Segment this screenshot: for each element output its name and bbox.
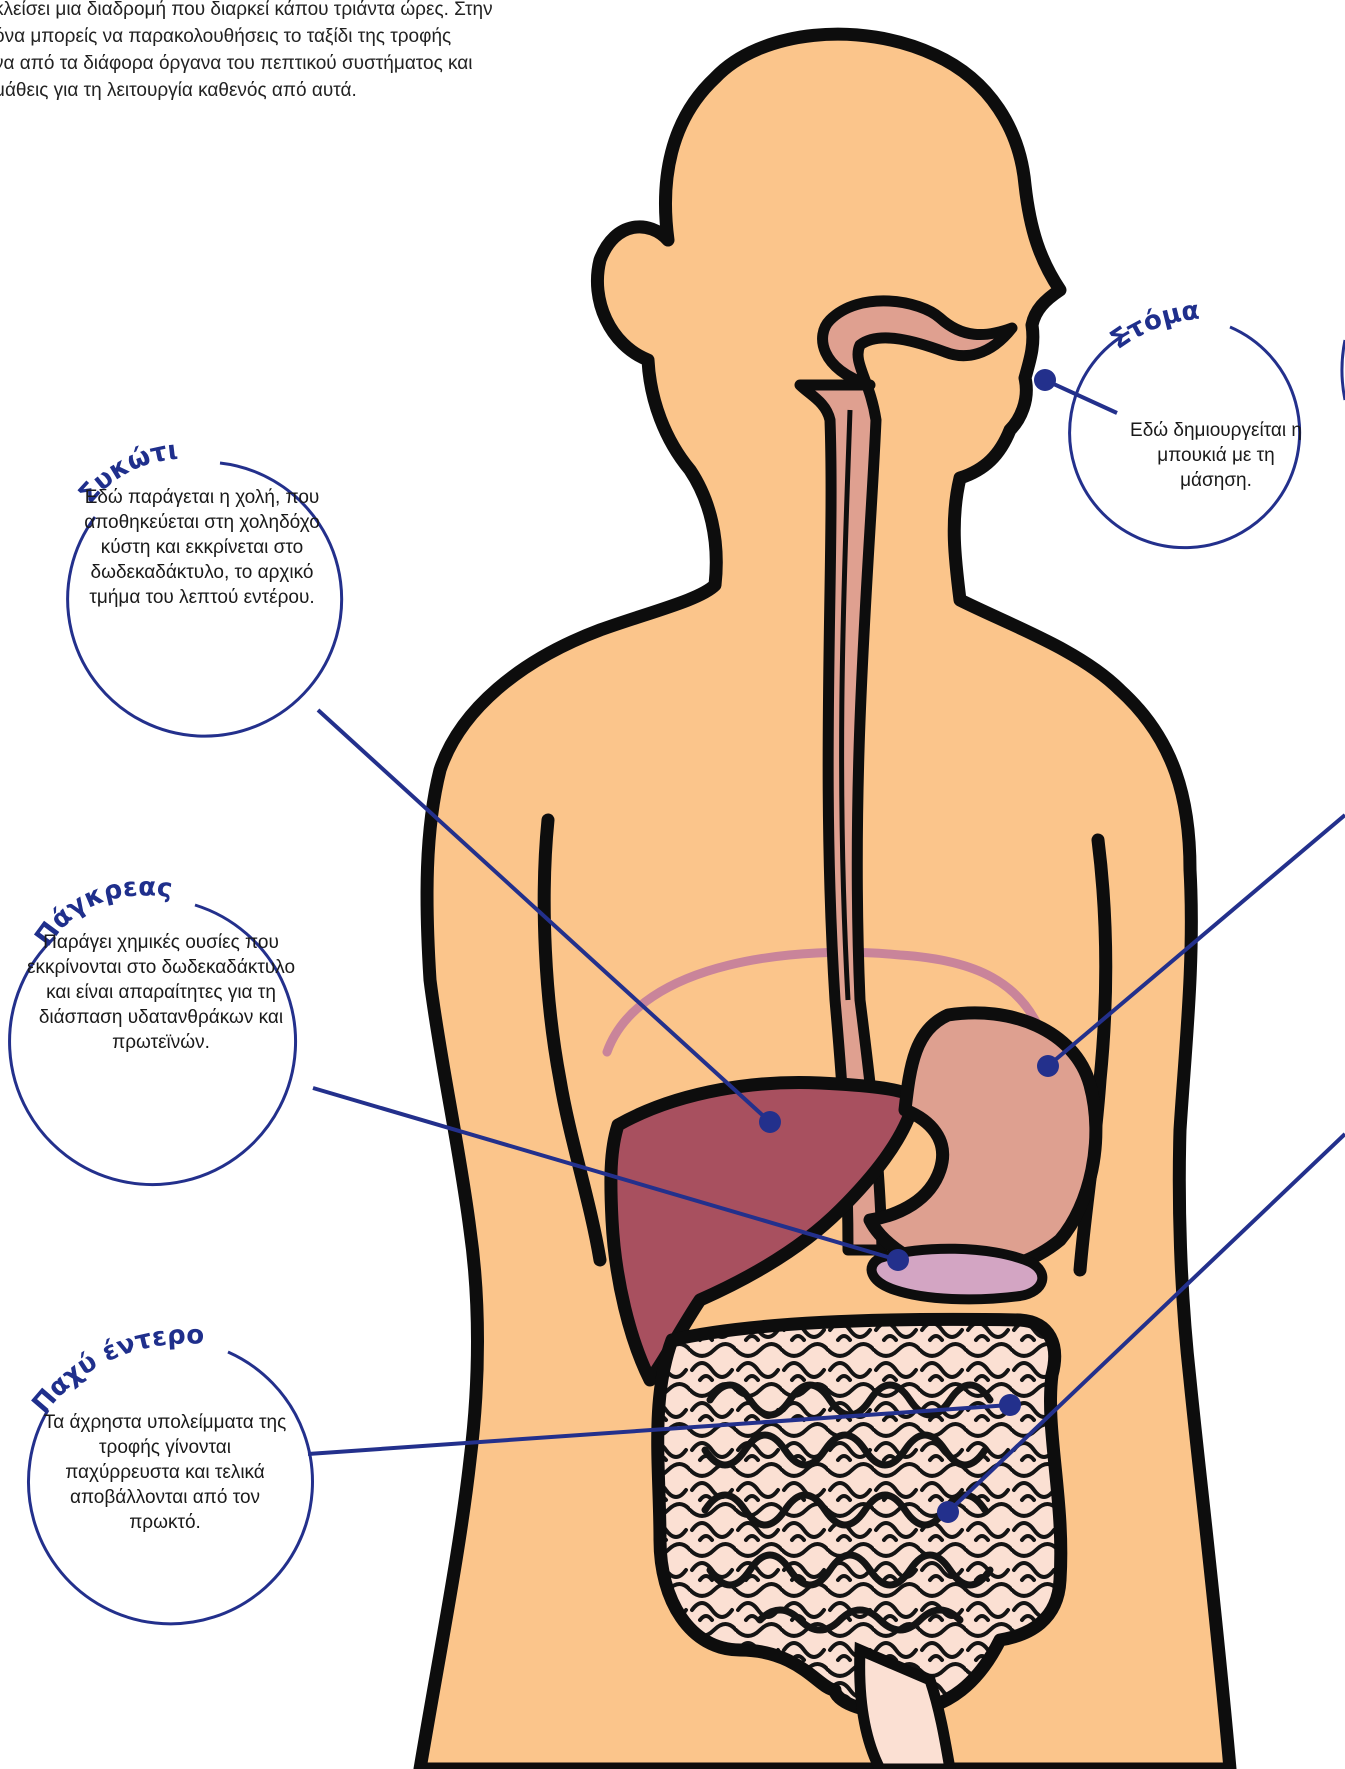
stomach-pointer-dot: [1037, 1055, 1059, 1077]
mouth-title: Στόμα: [1105, 296, 1201, 356]
mouth-pointer-dot: [1034, 369, 1056, 391]
large-intestine-title: Παχύ έντερο: [26, 1320, 204, 1419]
small-intestine-pointer-dot: [937, 1501, 959, 1523]
pancreas-description: Παράγει χημικές ουσίες που εκκρίνονται σ…: [26, 930, 296, 1055]
pancreas-pointer-dot: [887, 1249, 909, 1271]
liver-pointer-dot: [759, 1111, 781, 1133]
mouth-description: Εδώ δημιουργείται η μπουκιά με τη μάσηση…: [1128, 418, 1304, 493]
large-intestine-pointer-dot: [999, 1394, 1021, 1416]
liver-description: Εδώ παράγεται η χολή, που αποθηκεύεται σ…: [82, 485, 322, 610]
large-intestine-description: Τα άχρηστα υπολείμματα της τροφής γίνοντ…: [40, 1410, 290, 1535]
